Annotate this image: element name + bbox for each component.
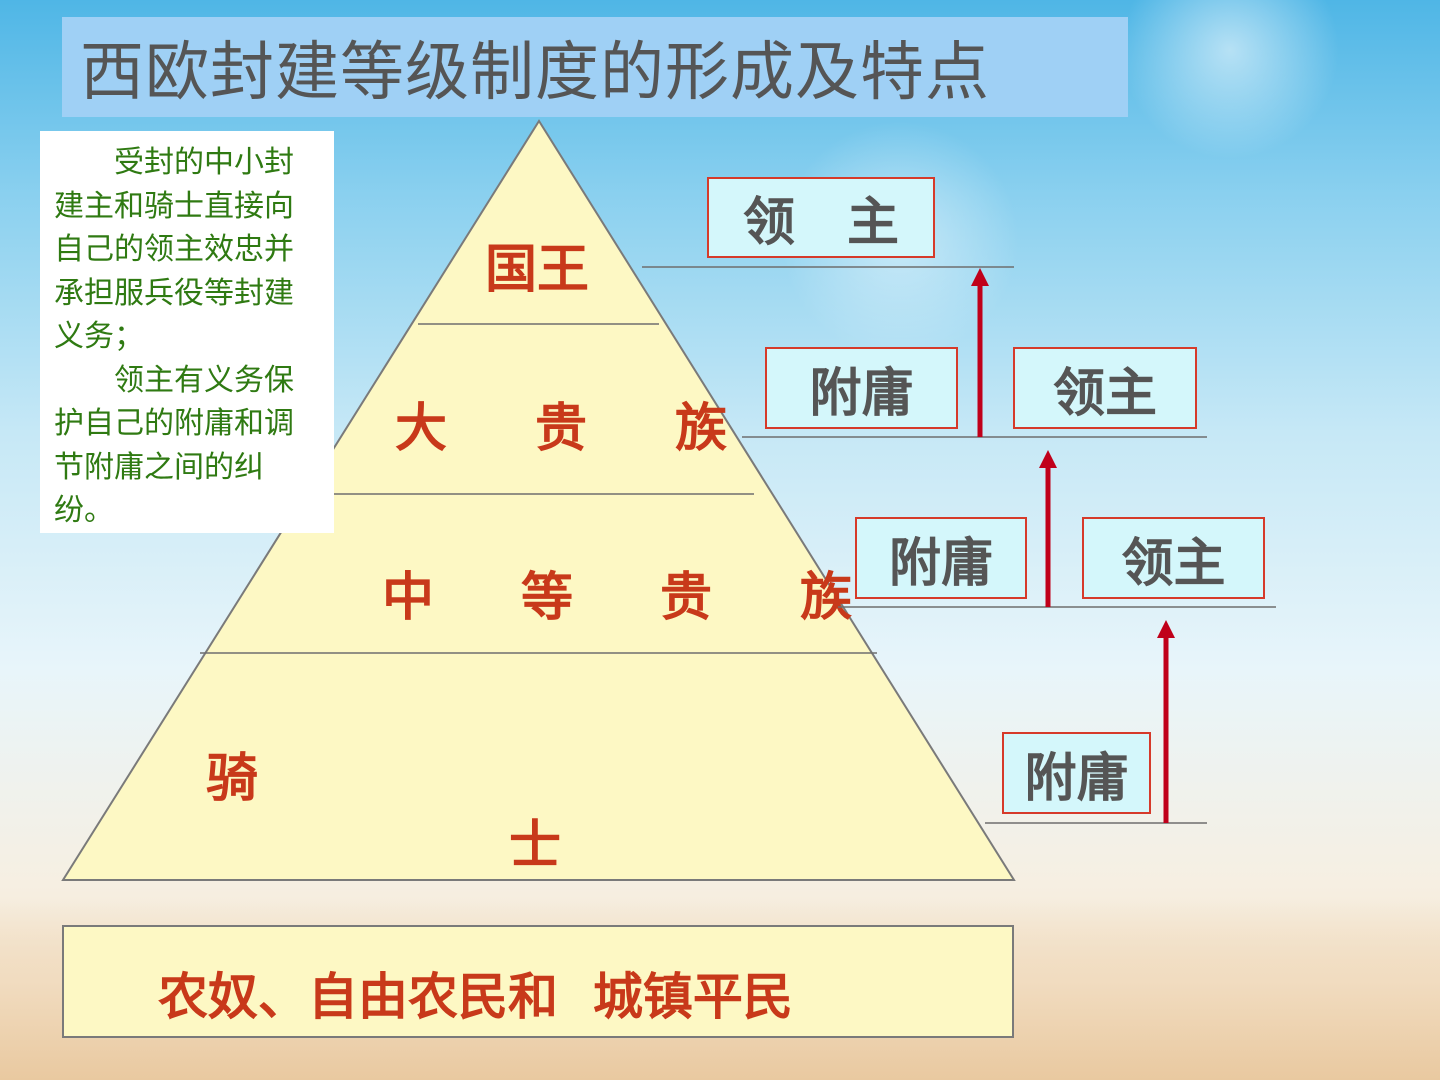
- tier-king-label: 国王: [485, 240, 589, 300]
- arrow-up-3: [1157, 620, 1175, 823]
- vassal-box-level-4: 附庸: [1002, 732, 1151, 814]
- tier-knights-char-2: 士: [509, 816, 561, 876]
- base-commoners-label: 农奴、自由农民和 城镇平民: [158, 968, 793, 1026]
- tier-middle-nobles-char-2: 等: [521, 568, 573, 628]
- title-bar: 西欧封建等级制度的形成及特点: [62, 17, 1128, 117]
- vassal-box-level-3: 附庸: [855, 517, 1027, 599]
- tier-middle-nobles-char-4: 族: [800, 568, 852, 628]
- arrow-up-2: [1039, 450, 1057, 607]
- tier-great-nobles-char-3: 族: [675, 399, 727, 459]
- page-title: 西欧封建等级制度的形成及特点: [80, 36, 990, 110]
- explanation-note: 受封的中小封建主和骑士直接向自己的领主效忠并承担服兵役等封建义务； 领主有义务保…: [40, 131, 334, 533]
- lord-box-top: 领 主: [707, 177, 935, 258]
- arrow-up-1: [971, 268, 989, 437]
- tier-great-nobles-char-2: 贵: [535, 399, 587, 459]
- note-paragraph-protection: 领主有义务保护自己的附庸和调节附庸之间的纠纷。: [54, 362, 294, 529]
- tier-great-nobles-char-1: 大: [395, 399, 447, 459]
- vassal-box-level-2: 附庸: [765, 347, 958, 429]
- base-commoners-box: 农奴、自由农民和 城镇平民: [62, 925, 1014, 1038]
- tier-middle-nobles-char-3: 贵: [660, 568, 712, 628]
- tier-knights-char-1: 骑: [206, 749, 258, 809]
- lord-box-level-2: 领主: [1013, 347, 1197, 429]
- tier-middle-nobles-char-1: 中: [382, 568, 434, 628]
- lord-box-level-3: 领主: [1082, 517, 1265, 599]
- note-paragraph-obligations: 受封的中小封建主和骑士直接向自己的领主效忠并承担服兵役等封建义务；: [54, 145, 294, 354]
